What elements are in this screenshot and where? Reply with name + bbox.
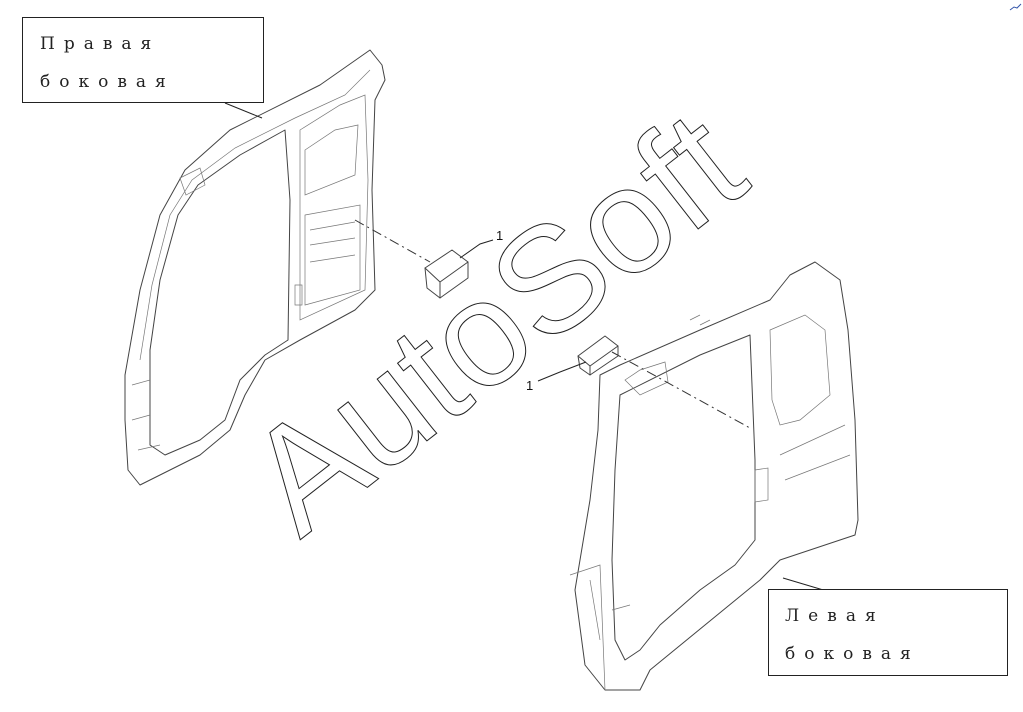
left-side-panel-drawing: [569, 261, 859, 691]
callout-leader-upper: [459, 239, 494, 259]
label-right-side: Правая боковая: [22, 17, 264, 103]
callout-leader-lower: [537, 361, 587, 382]
part-1-lower: [577, 335, 619, 376]
right-side-panel-drawing: [124, 49, 386, 486]
part-1-upper: [424, 249, 469, 299]
corner-mark-icon: [1009, 3, 1022, 11]
label-left-side-line-2: боковая: [785, 644, 920, 664]
label-right-side-line-2: боковая: [40, 72, 175, 92]
callout-number-upper: 1: [496, 228, 503, 243]
label-left-side: Левая боковая: [768, 589, 1008, 676]
label-leader-right: [224, 102, 263, 119]
assembly-line-upper: [354, 219, 431, 263]
label-left-side-line-1: Левая: [785, 606, 885, 626]
assembly-line-lower: [611, 351, 751, 429]
callout-number-lower: 1: [526, 378, 533, 393]
label-right-side-line-1: Правая: [40, 34, 161, 54]
